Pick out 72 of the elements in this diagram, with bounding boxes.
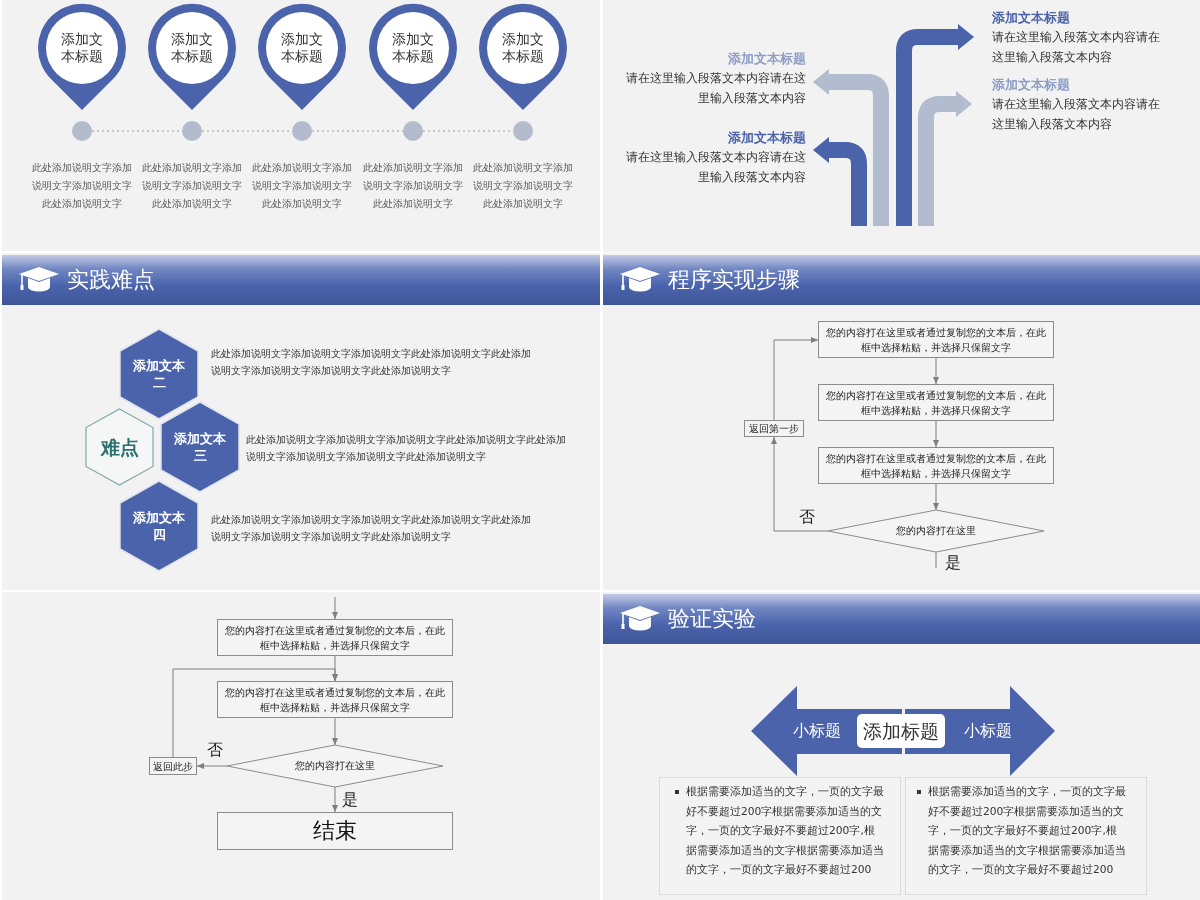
- process-box: 返回第一步: [744, 420, 804, 437]
- outlined-hexagon: 难点: [85, 408, 154, 486]
- description-text: 此处添加说明文字添加说明文字添加说明文字此处添加说明文字: [362, 161, 464, 211]
- paragraph-text: 请在这里输入段落文本内容请在这里输入段落文本内容: [625, 149, 806, 186]
- bent-arrow: [813, 69, 889, 226]
- map-pin-marker: [258, 4, 346, 110]
- text-panel: [659, 777, 901, 895]
- arrow: [933, 483, 939, 511]
- edge-label: 否: [205, 741, 225, 759]
- hexagon-tile: 添加文本二: [119, 328, 199, 420]
- pin-title: 添加文本标题: [60, 31, 104, 65]
- process-box: 您的内容打在这里或者通过复制您的文本后，在此框中选择粘贴，并选择只保留文字: [818, 384, 1054, 421]
- slide-title: 验证实验: [668, 605, 756, 633]
- process-box: 您的内容打在这里或者通过复制您的文本后，在此框中选择粘贴，并选择只保留文字: [217, 681, 453, 718]
- bent-arrow: [918, 91, 972, 226]
- arrow: [332, 596, 338, 620]
- text-panel: [905, 777, 1147, 895]
- section-heading: 添加文本标题: [992, 76, 1071, 94]
- edge-label: 否: [797, 508, 817, 526]
- description-text: 此处添加说明文字添加说明文字添加说明文字此处添加说明文字此处添加说明文字添加说明文字添加说明文字此处添加说明文字: [211, 347, 532, 378]
- bent-arrow: [813, 137, 867, 226]
- terminal-box: 结束: [217, 812, 453, 850]
- map-pin-marker: [479, 4, 567, 110]
- description-text: 此处添加说明文字添加说明文字添加说明文字此处添加说明文字: [472, 161, 574, 211]
- slide-title: 实践难点: [67, 266, 155, 294]
- connector-line: [935, 551, 937, 569]
- header-bar: [2, 255, 600, 305]
- description-text: 此处添加说明文字添加说明文字添加说明文字此处添加说明文字: [141, 161, 243, 211]
- arrow: [172, 668, 338, 758]
- pin-title: 添加文本标题: [391, 31, 435, 65]
- section-heading: 添加文本标题: [727, 50, 806, 68]
- arrow: [196, 763, 228, 769]
- process-box: 您的内容打在这里或者通过复制您的文本后，在此框中选择粘贴，并选择只保留文字: [818, 447, 1054, 484]
- process-box: 您的内容打在这里或者通过复制您的文本后，在此框中选择粘贴，并选择只保留文字: [217, 619, 453, 656]
- edge-label: 是: [943, 554, 963, 572]
- paragraph-text: 请在这里输入段落文本内容请在这里输入段落文本内容: [992, 96, 1161, 133]
- title-tag: 添加标题: [857, 714, 945, 748]
- process-box: 您的内容打在这里或者通过复制您的文本后，在此框中选择粘贴，并选择只保留文字: [818, 321, 1054, 358]
- hexagon-tile: 添加文本四: [119, 480, 199, 572]
- banner-label: 小标题: [793, 722, 841, 740]
- description-text: 此处添加说明文字添加说明文字添加说明文字此处添加说明文字此处添加说明文字添加说明文字添加说明文字此处添加说明文字: [211, 513, 532, 544]
- paragraph-text: 请在这里输入段落文本内容请在这里输入段落文本内容: [992, 29, 1161, 66]
- bullet-text: 根据需要添加适当的文字，一页的文字最好不要超过200字根据需要添加适当的文字，一页的文字最好不要超过200字,根据需要添加适当的文字根据需要添加适当的文字，一页的文字最好不要超过200: [928, 784, 1126, 878]
- banner-label: 小标题: [964, 722, 1012, 740]
- process-box: 返回此步: [149, 757, 197, 775]
- description-text: 此处添加说明文字添加说明文字添加说明文字此处添加说明文字此处添加说明文字添加说明文字添加说明文字此处添加说明文字: [246, 433, 567, 464]
- pin-title: 添加文本标题: [501, 31, 545, 65]
- bent-arrow: [896, 24, 974, 226]
- arrow: [773, 337, 819, 421]
- header-bar: [603, 255, 1200, 305]
- arrow: [332, 786, 338, 813]
- arrow: [332, 717, 338, 746]
- edge-label: 是: [340, 791, 360, 809]
- map-pin-marker: [148, 4, 236, 110]
- decision-diamond: 您的内容打在这里: [828, 510, 1044, 552]
- bullet-text: 根据需要添加适当的文字，一页的文字最好不要超过200字根据需要添加适当的文字，一页的文字最好不要超过200字,根据需要添加适当的文字根据需要添加适当的文字，一页的文字最好不要超过200: [686, 784, 884, 878]
- header-bar: [603, 594, 1200, 644]
- arrow: [933, 420, 939, 448]
- section-heading: 添加文本标题: [992, 9, 1071, 27]
- slide-title: 程序实现步骤: [668, 266, 800, 294]
- description-text: 此处添加说明文字添加说明文字添加说明文字此处添加说明文字: [251, 161, 353, 211]
- arrow: [771, 436, 829, 532]
- map-pin-marker: [38, 4, 126, 110]
- hexagon-tile: 添加文本三: [160, 401, 240, 493]
- description-text: 此处添加说明文字添加说明文字添加说明文字此处添加说明文字: [31, 161, 133, 211]
- section-heading: 添加文本标题: [727, 129, 806, 147]
- pin-title: 添加文本标题: [280, 31, 324, 65]
- pin-title: 添加文本标题: [170, 31, 214, 65]
- decision-diamond: 您的内容打在这里: [227, 745, 443, 787]
- map-pin-marker: [369, 4, 457, 110]
- arrow: [933, 357, 939, 385]
- paragraph-text: 请在这里输入段落文本内容请在这里输入段落文本内容: [625, 70, 806, 107]
